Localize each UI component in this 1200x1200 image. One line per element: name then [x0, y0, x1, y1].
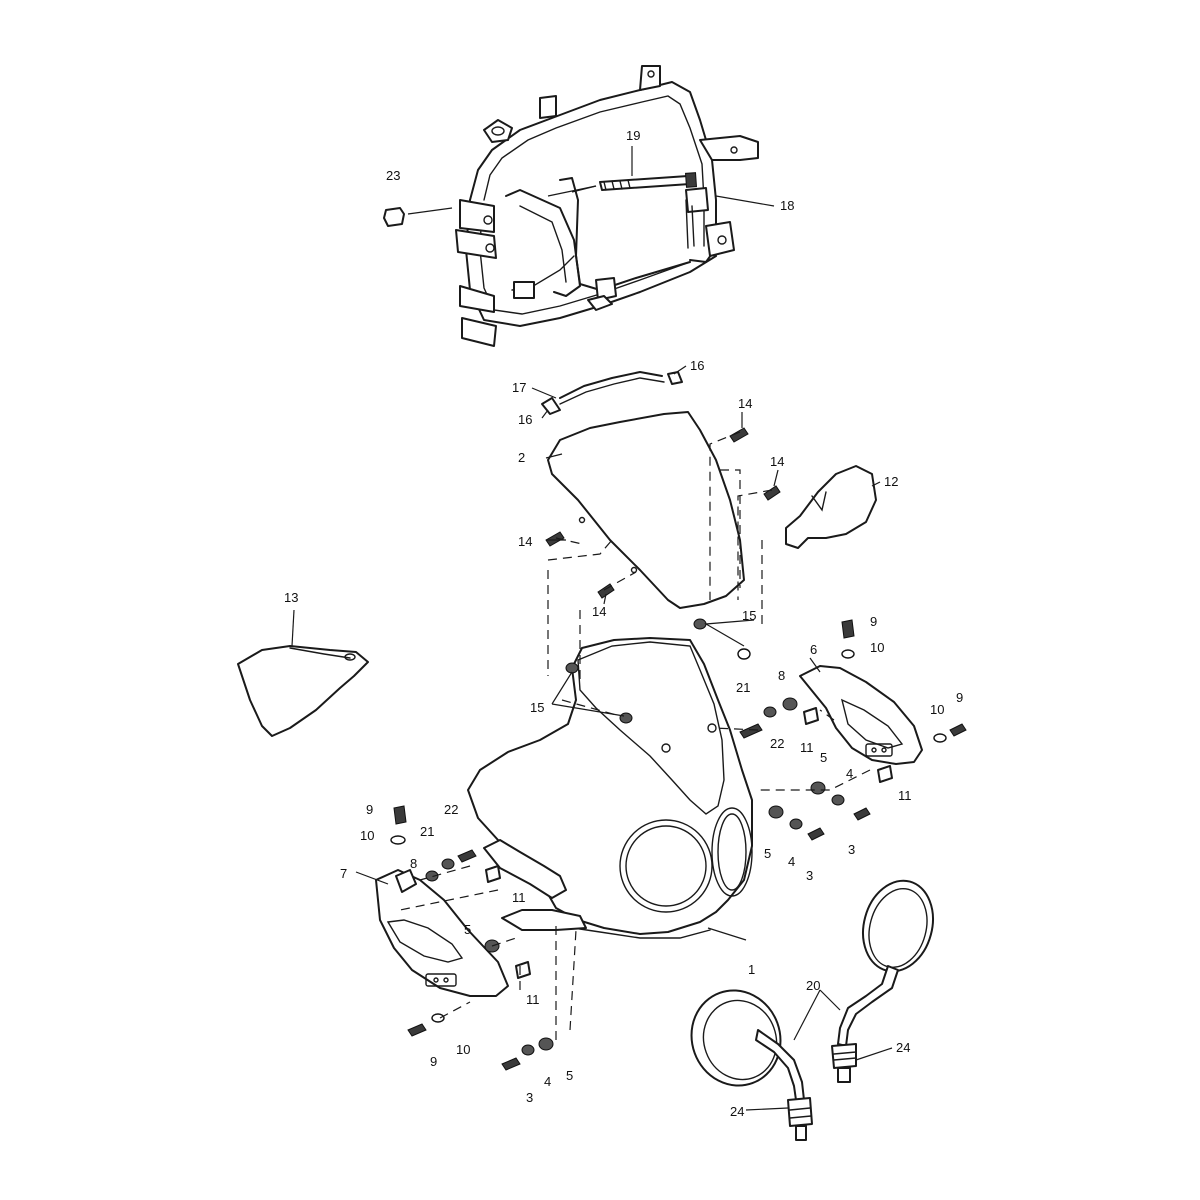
callout-4-c: 4 [544, 1074, 551, 1089]
callout-8-a: 8 [778, 668, 785, 683]
callout-18: 18 [780, 198, 794, 213]
callout-16-b: 16 [518, 412, 532, 427]
callout-10-d: 10 [456, 1042, 470, 1057]
windscreen [547, 411, 745, 609]
callout-5-a: 5 [820, 750, 827, 765]
callout-24-a: 24 [896, 1040, 910, 1055]
mirror-adapter-right [831, 1043, 857, 1083]
callout-2: 2 [518, 450, 525, 465]
callout-3-c: 3 [526, 1090, 533, 1105]
fasteners [390, 427, 967, 1071]
callout-10-c: 10 [360, 828, 374, 843]
breather-hose [541, 371, 683, 415]
callout-7: 7 [340, 866, 347, 881]
callout-10-b: 10 [930, 702, 944, 717]
callout-22-b: 22 [444, 802, 458, 817]
fairing-mount-frame [455, 65, 759, 347]
callout-9-a: 9 [870, 614, 877, 629]
callout-11-d: 11 [526, 992, 540, 1007]
callout-19: 19 [626, 128, 640, 143]
callout-21-a: 21 [736, 680, 750, 695]
callout-6: 6 [810, 642, 817, 657]
callout-13: 13 [284, 590, 298, 605]
callout-10-a: 10 [870, 640, 884, 655]
callout-8-b: 8 [410, 856, 417, 871]
mirror-adapter-left [787, 1097, 813, 1141]
mirror-cover-left [237, 645, 369, 737]
callout-20: 20 [806, 978, 820, 993]
callout-24-b: 24 [730, 1104, 744, 1119]
callout-3-a: 3 [848, 842, 855, 857]
callout-11-c: 11 [512, 890, 526, 905]
callout-3-b: 3 [806, 868, 813, 883]
callout-4-b: 4 [788, 854, 795, 869]
side-panel-left [375, 869, 509, 997]
callout-15-a: 15 [742, 608, 756, 623]
callout-16-a: 16 [690, 358, 704, 373]
callout-23: 23 [386, 168, 400, 183]
callout-5-b: 5 [764, 846, 771, 861]
callout-labels: 23 19 18 17 16 16 14 2 14 12 14 14 13 15… [284, 128, 963, 1119]
alignment-lines [399, 431, 871, 1040]
callout-15-b: 15 [530, 700, 544, 715]
callout-9-b: 9 [956, 690, 963, 705]
callout-17: 17 [512, 380, 526, 395]
leader-lines [291, 146, 893, 1111]
rubber-grommet [383, 207, 405, 227]
callout-14-b: 14 [770, 454, 784, 469]
side-panel-right [799, 665, 923, 765]
callout-14-d: 14 [592, 604, 606, 619]
mirror-left [690, 989, 805, 1101]
long-bolt [599, 172, 698, 191]
callout-12: 12 [884, 474, 898, 489]
mirror-cover-right [785, 465, 877, 549]
callout-5-d: 5 [566, 1068, 573, 1083]
callout-21-b: 21 [420, 824, 434, 839]
callout-11-b: 11 [898, 788, 912, 803]
callout-14-c: 14 [518, 534, 532, 549]
callout-9-d: 9 [430, 1054, 437, 1069]
mirror-right [837, 879, 934, 1047]
callout-22-a: 22 [770, 736, 784, 751]
callout-4-a: 4 [846, 766, 853, 781]
fairing-body [467, 637, 753, 939]
callout-11-a: 11 [800, 740, 814, 755]
callout-9-c: 9 [366, 802, 373, 817]
callout-14-a: 14 [738, 396, 752, 411]
callout-5-c: 5 [464, 922, 471, 937]
callout-1: 1 [748, 962, 755, 977]
